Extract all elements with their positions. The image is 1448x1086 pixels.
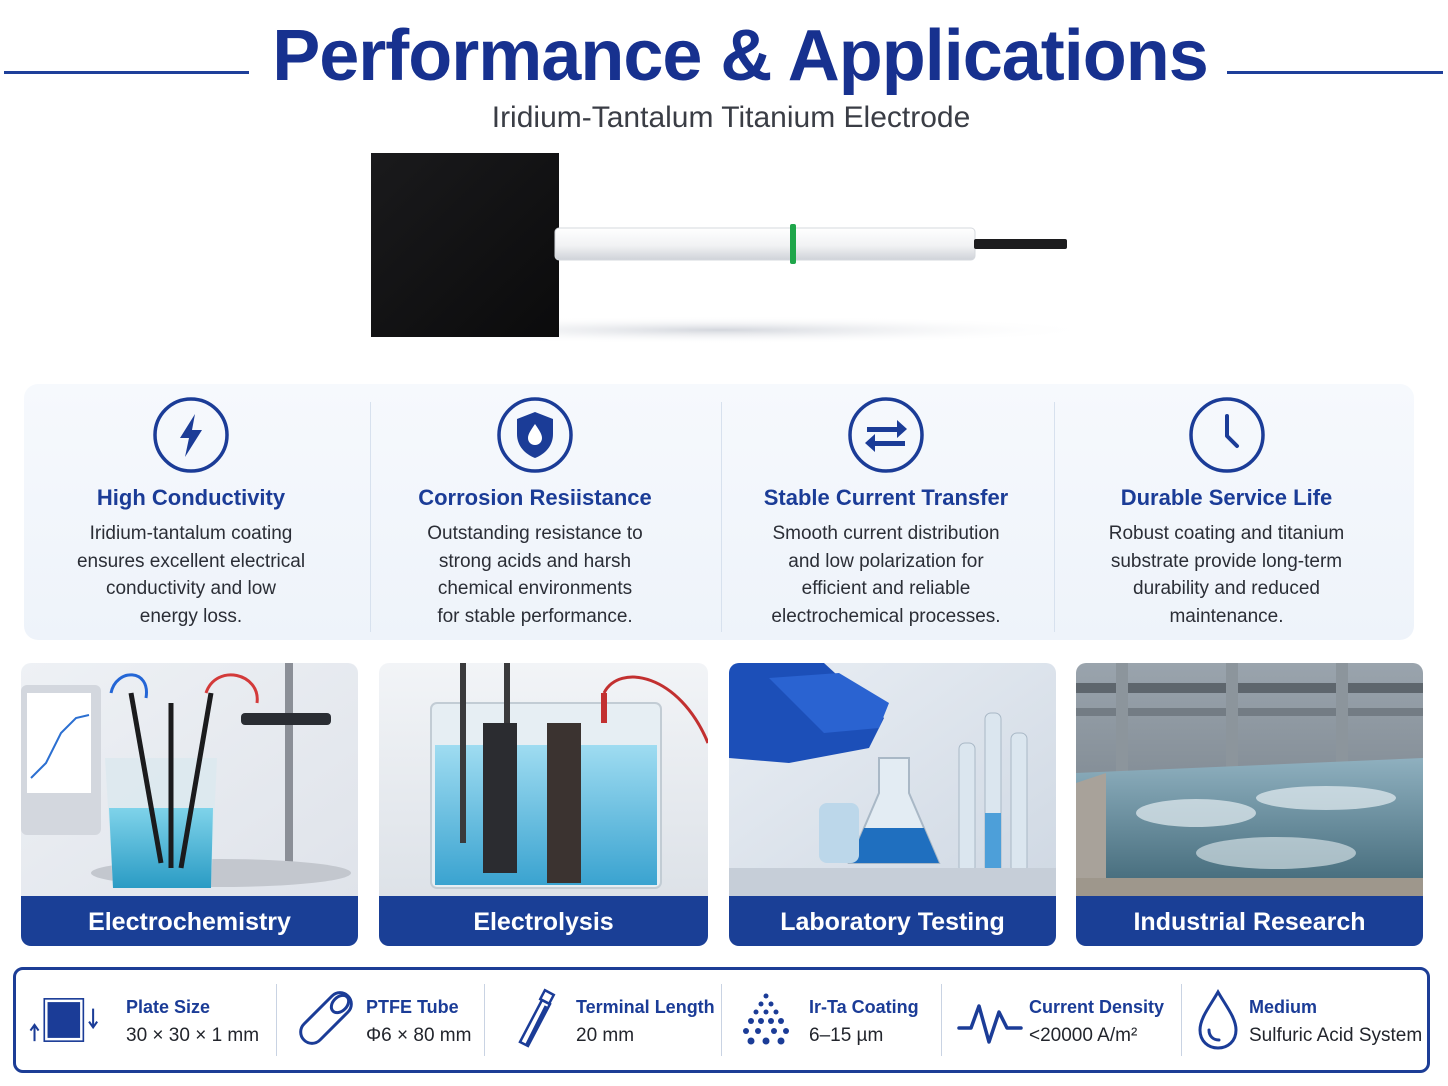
feature-divider [370, 402, 371, 632]
spec-current-density: Current Density <20000 A/m² [941, 970, 1181, 1070]
page-subtitle: Iridium-Tantalum Titanium Electrode [491, 101, 971, 134]
app-card-industrial-research: Industrial Research [1076, 663, 1423, 946]
page-title: Performance & Applications [272, 16, 1209, 96]
app-card-electrolysis: Electrolysis [379, 663, 708, 946]
feature-line: chemical environments [437, 578, 633, 599]
feature-line: substrate provide long-term [1110, 550, 1343, 572]
feature-line: Robust coating and titanium [1108, 523, 1345, 544]
feature-line: and low polarization for [788, 550, 984, 572]
laboratory-testing-photo [729, 663, 1056, 896]
feature-title: Stable Current Transfer [763, 485, 1009, 510]
app-label: Laboratory Testing [729, 896, 1056, 946]
feature-durable-service-life: Durable Service Life Robust coating and … [1054, 384, 1399, 640]
spec-value: <20000 A/m² [1029, 1025, 1138, 1046]
droplet-icon [1198, 988, 1238, 1050]
spec-value: Φ6 × 80 mm [366, 1025, 472, 1046]
spec-value: 30 × 30 × 1 mm [126, 1025, 260, 1046]
spec-value: Sulfuric Acid System [1249, 1025, 1423, 1046]
spec-plate-size: Plate Size 30 × 30 × 1 mm [16, 970, 276, 1070]
feature-line: strong acids and harsh [438, 550, 632, 572]
feature-divider [1054, 402, 1055, 632]
spec-name: Current Density [1029, 997, 1165, 1017]
coating-dots-icon [743, 993, 789, 1045]
spec-name: PTFE Tube [366, 997, 459, 1017]
spec-divider [276, 984, 277, 1056]
feature-description: Robust coating and titanium substrate pr… [1054, 520, 1399, 630]
spec-value: 6–15 µm [809, 1025, 884, 1046]
title-rule-right [1227, 71, 1443, 74]
electrolysis-photo [379, 663, 708, 896]
feature-line: Iridium-tantalum coating [89, 523, 293, 544]
header: Performance & Applications [0, 14, 1448, 104]
title-rule-left [4, 71, 249, 74]
tube-icon [299, 991, 353, 1045]
spec-name: Medium [1249, 997, 1318, 1017]
app-label: Industrial Research [1076, 896, 1423, 946]
spec-terminal-length: Terminal Length 20 mm [484, 970, 721, 1070]
spec-name: Ir-Ta Coating [809, 997, 919, 1017]
waveform-icon [957, 1004, 1023, 1044]
electrode-product-image [340, 153, 1100, 344]
spec-divider [721, 984, 722, 1056]
feature-line: Outstanding resistance to [427, 523, 643, 544]
spec-divider [941, 984, 942, 1056]
feature-description: Outstanding resistance to strong acids a… [370, 520, 700, 630]
feature-divider [721, 402, 722, 632]
terminal-icon [518, 988, 556, 1048]
feature-title: Corrosion Resiistance [418, 485, 652, 510]
feature-line: for stable performance. [437, 605, 633, 627]
spec-name: Plate Size [126, 997, 211, 1017]
feature-line: maintenance. [1169, 605, 1284, 627]
plate-size-icon [29, 998, 98, 1042]
feature-line: conductivity and low [105, 578, 277, 599]
feature-line: efficient and reliable [801, 578, 971, 599]
specs-bar: Plate Size 30 × 30 × 1 mm PTFE Tube Φ6 ×… [13, 967, 1430, 1073]
industrial-research-photo [1076, 663, 1423, 896]
spec-ptfe-tube: PTFE Tube Φ6 × 80 mm [276, 970, 484, 1070]
feature-title: Durable Service Life [1120, 485, 1333, 510]
feature-corrosion-resistance: Corrosion Resiistance Outstanding resist… [370, 384, 700, 640]
feature-description: Iridium-tantalum coating ensures excelle… [24, 520, 358, 630]
feature-high-conductivity: High Conductivity Iridium-tantalum coati… [24, 384, 358, 640]
spec-value: 20 mm [576, 1025, 635, 1046]
feature-title: High Conductivity [96, 485, 286, 510]
feature-line: electrochemical processes. [771, 605, 1001, 627]
feature-line: durability and reduced [1133, 578, 1320, 599]
spec-name: Terminal Length [576, 997, 715, 1017]
feature-line: Smooth current distribution [772, 523, 1000, 544]
feature-line: energy loss. [139, 605, 243, 627]
feature-line: ensures excellent electrical [76, 550, 306, 572]
spec-divider [484, 984, 485, 1056]
app-card-laboratory-testing: Laboratory Testing [729, 663, 1056, 946]
feature-stable-current-transfer: Stable Current Transfer Smooth current d… [721, 384, 1051, 640]
spec-medium: Medium Sulfuric Acid System [1181, 970, 1427, 1070]
clock-icon [1188, 397, 1265, 473]
exchange-arrows-icon [848, 397, 924, 473]
app-label: Electrolysis [379, 896, 708, 946]
electrochemistry-photo [21, 663, 358, 896]
app-card-electrochemistry: Electrochemistry [21, 663, 358, 946]
shield-droplet-icon [497, 397, 573, 473]
lightning-icon [153, 397, 229, 473]
spec-divider [1181, 984, 1182, 1056]
app-label: Electrochemistry [21, 896, 358, 946]
feature-panel: High Conductivity Iridium-tantalum coati… [24, 384, 1414, 640]
spec-ir-ta-coating: Ir-Ta Coating 6–15 µm [721, 970, 941, 1070]
feature-description: Smooth current distribution and low pola… [721, 520, 1051, 630]
